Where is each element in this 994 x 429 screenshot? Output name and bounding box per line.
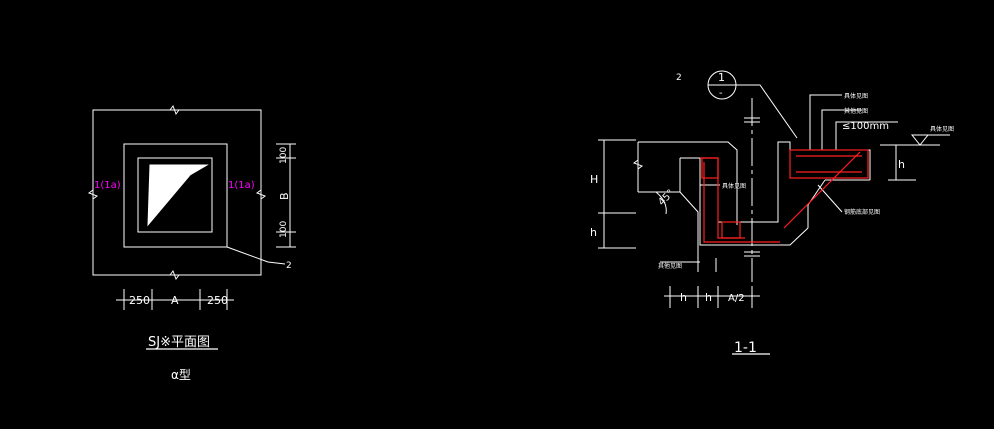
section-dim-bottom-1: h	[680, 291, 687, 304]
plan-outer-boundary	[92, 109, 262, 276]
section-note-top-1: 具体见图	[844, 92, 868, 100]
section-dim-left-1: H	[590, 173, 598, 186]
plan-view	[87, 104, 296, 350]
rebar-stirrup-top	[701, 157, 719, 179]
section-dim-bottom-3: A/2	[728, 293, 745, 304]
section-dim-left-2: h	[590, 226, 597, 239]
pit-slope-fill	[147, 164, 209, 227]
plan-dim-right-1: 100	[279, 147, 289, 164]
plan-callout-label: 2	[286, 261, 292, 271]
section-circle-top: 1	[718, 71, 725, 84]
pit-inner-wall	[137, 157, 213, 233]
section-level-label: h	[898, 158, 905, 171]
plan-label-left: 1(1a)	[94, 180, 121, 191]
rebar-wall-left-outer	[703, 162, 780, 243]
section-marker-leader	[736, 84, 798, 139]
section-note-bottom-left: 其他见图	[658, 262, 682, 270]
section-circle-bottom: -	[719, 88, 723, 99]
plan-dim-bottom-3: 250	[207, 294, 228, 307]
plan-title: SJ※平面图	[148, 335, 210, 350]
rebar-stirrup-bottom	[721, 221, 741, 239]
section-label-top-left: 2	[676, 73, 682, 83]
section-dim-bottom-2: h	[705, 291, 712, 304]
section-rebar	[700, 149, 869, 243]
section-note-right-mid: 钢筋底部见图	[844, 208, 880, 216]
note-leader-2	[821, 109, 862, 150]
note-leader-1	[809, 94, 842, 150]
plan-subtitle: α型	[171, 368, 191, 382]
break-mark-bottom	[169, 269, 180, 281]
section-title: 1-1	[734, 340, 757, 356]
plan-dim-right-3: 100	[279, 221, 289, 238]
level-triangle	[910, 134, 930, 146]
plan-dim-right-2: B	[278, 192, 291, 200]
plan-dim-bottom-1: 250	[129, 294, 150, 307]
pit-outer-wall	[123, 143, 228, 248]
break-mark-left	[87, 189, 99, 200]
plan-texts: 1(1a) 1(1a) 250 A 250 100 B 100 2 SJ※平面图…	[94, 147, 292, 382]
note-leader-3	[835, 121, 898, 150]
rebar-slab-right	[789, 149, 869, 179]
plan-label-right: 1(1a)	[228, 180, 255, 191]
break-mark-top	[169, 104, 180, 116]
section-note-top-2: 其他见图	[844, 107, 868, 115]
section-note-left-mid: 具体见图	[722, 182, 746, 190]
slab-left-bottom	[638, 191, 699, 272]
break-mark-right	[255, 189, 267, 200]
angle-arc	[655, 191, 667, 215]
rebar-diagonal	[783, 151, 861, 229]
slab-left-break	[632, 159, 644, 170]
section-note-right: 具体见图	[930, 125, 954, 133]
pit-wall-outline	[699, 158, 809, 246]
section-note-top-3: ≤100mm	[842, 121, 889, 132]
plan-dim-bottom-2: A	[171, 294, 179, 307]
slab-left-top	[638, 141, 738, 225]
plan-callout-leader	[226, 246, 286, 265]
